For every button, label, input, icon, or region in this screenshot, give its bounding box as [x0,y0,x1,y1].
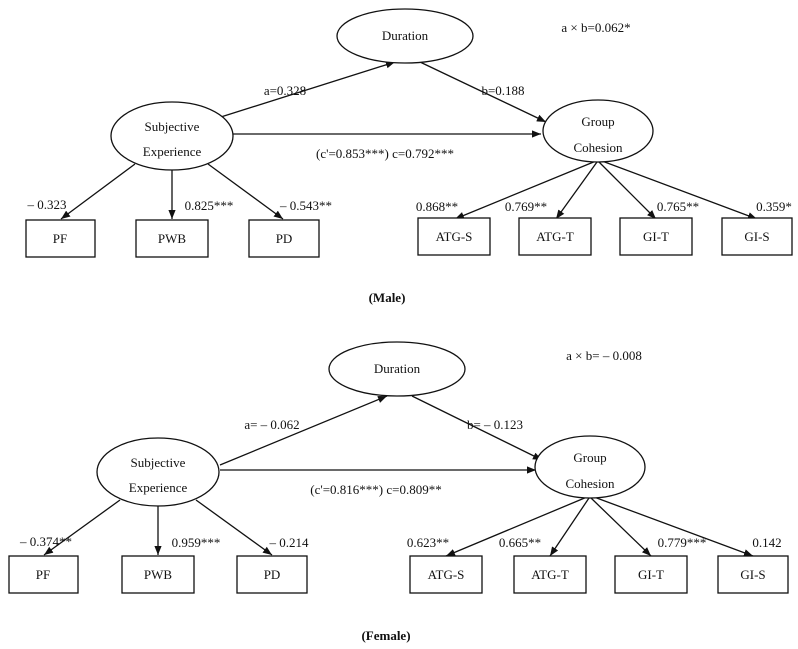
male-cohesion-label-line1: Group [581,114,614,129]
male-loading-gis: 0.359* [756,199,792,214]
male-path-b-arrow [419,61,547,123]
female-loading-gis: 0.142 [752,535,781,550]
male-loading-gis-arrow [601,160,758,220]
male-loading-pf-arrow [60,163,136,220]
female-panel: Duration Subjective Experience Group Coh… [8,341,789,643]
female-path-b-label: b= – 0.123 [467,417,523,432]
female-loading-pwb: 0.959*** [172,535,221,550]
male-loading-git: 0.765** [657,199,699,214]
male-path-b-label: b=0.188 [481,83,524,98]
male-indicator-pd: PD [248,219,320,258]
female-path-a-arrow [219,395,388,466]
female-path-a-label: a= – 0.062 [244,417,299,432]
male-caption: (Male) [369,290,406,305]
male-loading-atgt-arrow [555,161,598,220]
female-loading-atgs: 0.623** [407,535,449,550]
male-pf-label: PF [53,231,67,246]
female-caption: (Female) [361,628,410,643]
male-loading-git-arrow [598,161,657,220]
male-subjective-label-line2: Experience [143,144,202,159]
female-loading-git-arrow [590,497,652,557]
female-loading-atgt: 0.665** [499,535,541,550]
female-indicator-atgt: ATG-T [513,555,587,594]
male-panel: Duration Subjective Experience Group Coh… [25,8,793,305]
male-path-a-label: a=0.328 [264,83,306,98]
male-loading-atgt: 0.769** [505,199,547,214]
male-pd-label: PD [276,231,293,246]
male-cohesion-label-line2: Cohesion [573,140,623,155]
male-atgs-label: ATG-S [436,229,473,244]
female-loading-pd-arrow [195,499,273,556]
female-pd-label: PD [264,567,281,582]
female-indicator-git: GI-T [614,555,688,594]
female-loading-atgs-arrow [445,496,588,557]
male-path-a-arrow [204,61,396,123]
male-pwb-label: PWB [158,231,187,246]
female-duration-node: Duration [328,341,466,397]
female-group-cohesion-node: Group Cohesion [534,435,646,499]
female-git-label: GI-T [638,567,664,582]
male-indicator-atgt: ATG-T [518,217,592,256]
male-loading-atgs-arrow [454,160,597,220]
female-indicator-pwb: PWB [121,555,195,594]
female-subjective-label-line2: Experience [129,480,188,495]
male-loading-pf: – 0.323 [27,197,67,212]
male-indicator-pwb: PWB [135,219,209,258]
male-indicator-pf: PF [25,219,96,258]
female-subjective-label-line1: Subjective [131,455,186,470]
male-duration-label: Duration [382,28,429,43]
male-subjective-label-line1: Subjective [145,119,200,134]
male-loading-pwb: 0.825*** [185,198,234,213]
female-duration-label: Duration [374,361,421,376]
male-subjective-experience-node: Subjective Experience [110,101,234,171]
female-indicator-pd: PD [236,555,308,594]
female-pf-label: PF [36,567,50,582]
female-indicator-atgs: ATG-S [409,555,483,594]
male-path-c-label: (c'=0.853***) c=0.792*** [316,146,454,161]
female-loading-pf: – 0.374** [19,534,72,549]
female-subjective-experience-node: Subjective Experience [96,437,220,507]
female-loading-atgt-arrow [549,497,590,557]
female-loading-gis-arrow [593,496,754,557]
female-atgt-label: ATG-T [531,567,569,582]
male-gis-label: GI-S [744,229,769,244]
male-loading-pd-arrow [207,163,284,220]
male-indicator-git: GI-T [619,217,693,256]
female-cohesion-label-line1: Group [573,450,606,465]
male-indirect-effect: a × b=0.062* [561,20,630,35]
male-group-cohesion-node: Group Cohesion [542,99,654,163]
female-path-c-label: (c'=0.816***) c=0.809** [310,482,441,497]
female-indicator-gis: GI-S [717,555,789,594]
male-atgt-label: ATG-T [536,229,574,244]
female-loading-git: 0.779*** [658,535,707,550]
female-pwb-label: PWB [144,567,173,582]
male-git-label: GI-T [643,229,669,244]
female-gis-label: GI-S [740,567,765,582]
male-indicator-atgs: ATG-S [417,217,491,256]
female-indicator-pf: PF [8,555,79,594]
female-atgs-label: ATG-S [428,567,465,582]
male-loading-atgs: 0.868** [416,199,458,214]
female-loading-pd: – 0.214 [269,535,310,550]
male-duration-node: Duration [336,8,474,64]
female-loading-pf-arrow [43,499,121,556]
male-loading-pd: – 0.543** [279,198,332,213]
female-indirect-effect: a × b= – 0.008 [566,348,642,363]
female-cohesion-label-line2: Cohesion [565,476,615,491]
female-path-b-arrow [411,395,543,461]
male-indicator-gis: GI-S [721,217,793,256]
